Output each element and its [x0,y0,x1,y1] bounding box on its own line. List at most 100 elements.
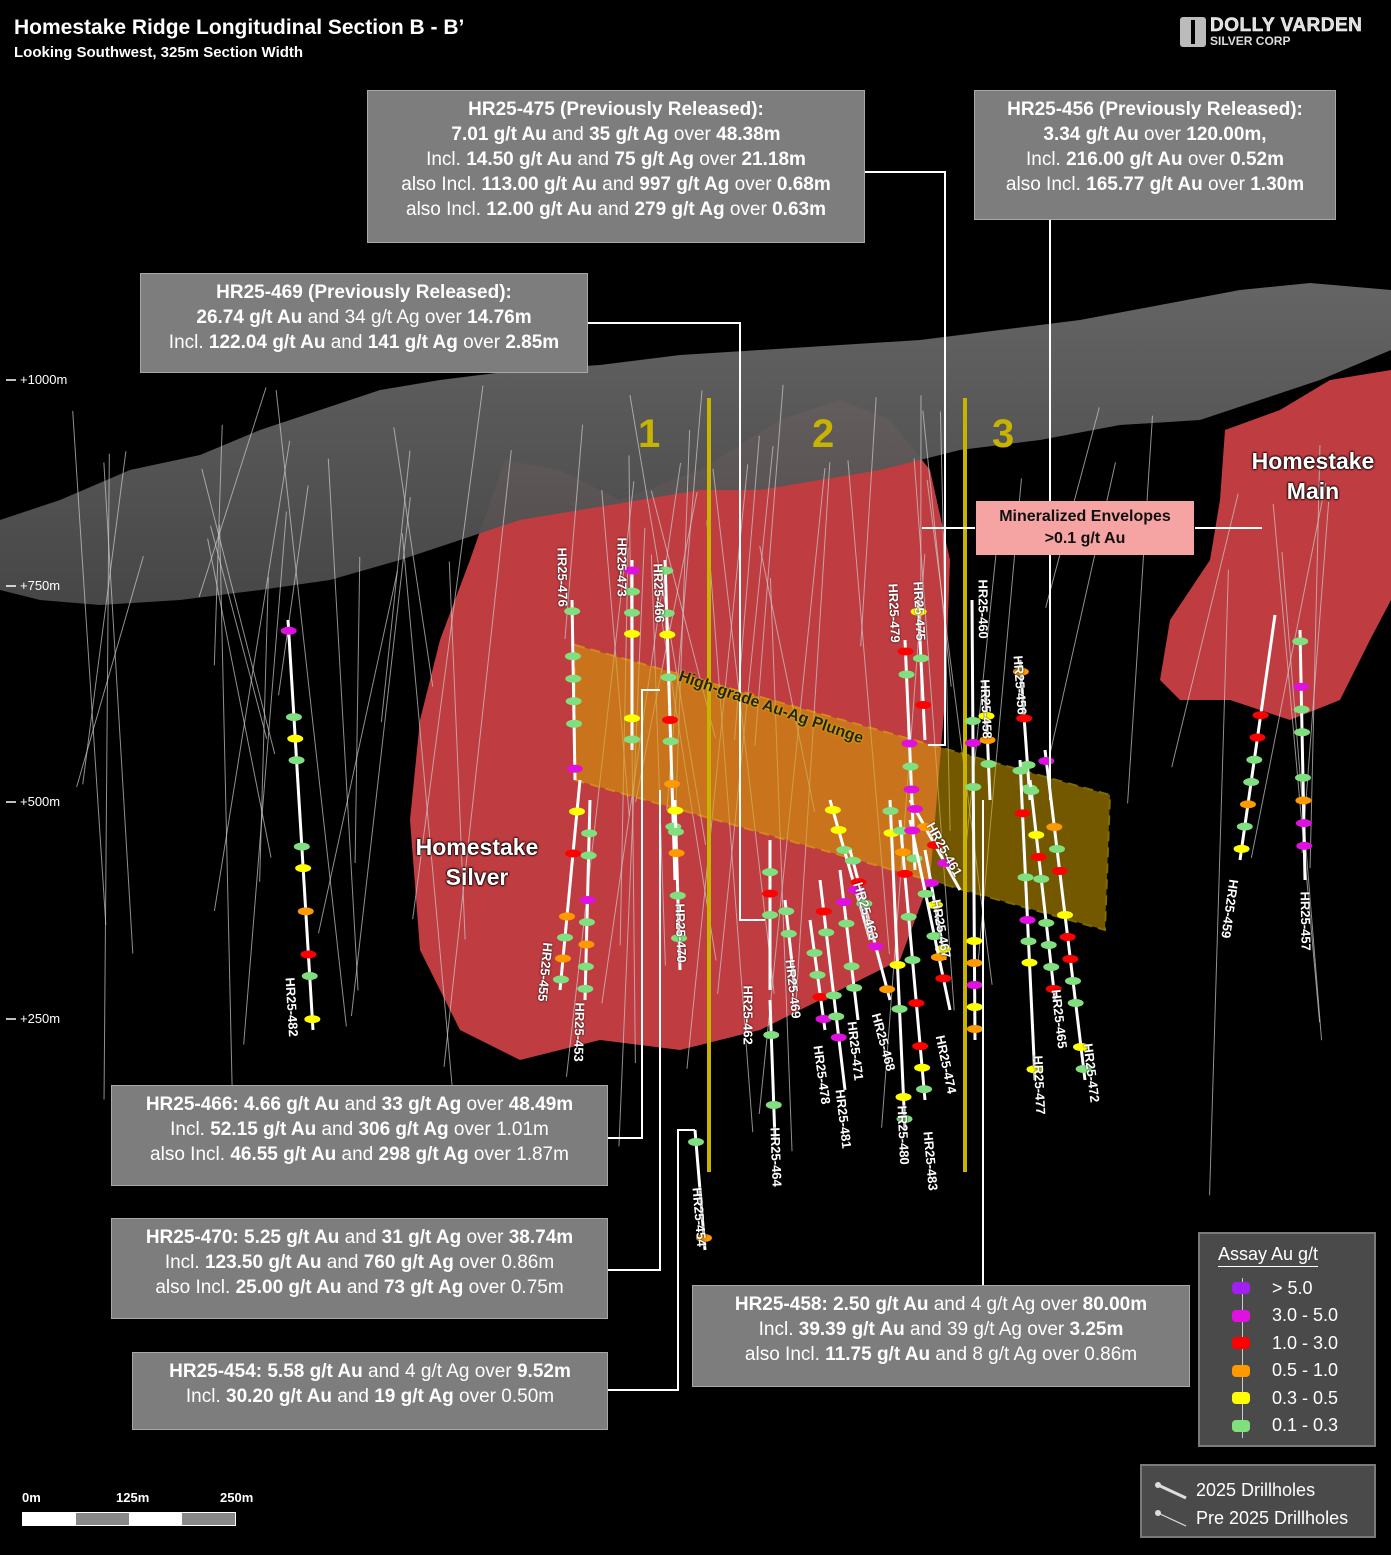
drillhole-trace [828,799,872,941]
assay-interval [577,962,594,971]
callout-line: also Incl. 11.75 g/t Au and 8 g/t Ag ove… [705,1342,1177,1367]
pre-2025-drillhole [213,424,223,666]
legend-item: 1.0 - 3.0 [1232,1333,1338,1353]
assay-interval [669,891,686,900]
callout-text: 123.50 g/t Au [204,1252,322,1273]
assay-interval [1021,958,1038,967]
pre-2025-drillhole [76,556,144,788]
assay-interval [696,1234,712,1242]
callout-text: 46.55 g/t Au [230,1144,337,1165]
assay-interval [624,735,640,744]
pre-2025-drillhole [1281,552,1323,1041]
legend-swatch [1232,1337,1250,1349]
scale-label: 250m [220,1490,254,1505]
pre-2025-drillhole [213,440,291,912]
callout-text: over 1.87m [468,1144,569,1165]
assay-interval [903,785,920,794]
assay-interval [1294,773,1311,782]
legend-label: 1.0 - 3.0 [1272,1332,1339,1353]
pre-2025-drillhole [275,389,347,1027]
callout-text: and [302,307,345,328]
assay-interval [895,1093,912,1101]
callout-line: also Incl. 12.00 g/t Au and 279 g/t Ag o… [380,197,852,222]
assay-interval [1059,933,1076,941]
callout-line: HR25-469 (Previously Released): [153,280,575,305]
pre-2025-drillhole [103,453,110,1100]
scale-bar-graphic [22,1512,236,1526]
pre-2025-drillhole [198,387,267,598]
assay-interval [966,1025,983,1033]
assay-interval [1038,757,1055,765]
callout-text: over [729,174,777,195]
assay-interval [912,654,929,663]
assay-interval [301,972,318,981]
callout-text: and [339,1094,382,1115]
pre-2025-drillhole [734,435,760,741]
callout-hr25-466: HR25-466: 4.66 g/t Au and 33 g/t Ag over… [111,1085,608,1186]
callout-text: and 8 g/t Ag over 0.86m [930,1344,1138,1365]
callout-text: Incl. [164,1252,205,1273]
pre-2025-drillhole [706,520,754,1133]
callout-text: 80.00m [1082,1294,1148,1315]
assay-interval [657,566,674,575]
assay-interval [902,762,919,771]
assay-interval [1026,1065,1043,1074]
callout-text: 1.30m [1250,174,1305,195]
callout-text: over [668,124,717,145]
callout-text: also Incl. [401,174,482,195]
callout-text: Incl. [758,1319,799,1340]
callout-text: and [325,332,368,353]
callout-hr25-454: HR25-454: 5.58 g/t Au and 4 g/t Ag over … [132,1352,608,1430]
assay-interval [566,764,583,773]
callout-text: and [596,174,640,195]
drillhole-label: HR25-477 [1030,1055,1049,1116]
callout-text: 25.00 g/t Au [235,1277,342,1298]
callout-line: HR25-456 (Previously Released): [987,97,1323,122]
callout-line: 26.74 g/t Au and 34 g/t Ag over 14.76m [153,305,575,330]
legend-swatch [1232,1392,1250,1404]
assay-interval [762,911,778,919]
callout-text: over [724,199,773,220]
assay-interval [896,1115,913,1123]
assay-interval [565,697,582,706]
assay-interval [923,879,939,887]
assay-interval [891,1005,908,1013]
assay-interval [1243,778,1260,787]
callout-line: Incl. 122.04 g/t Au and 141 g/t Ag over … [153,330,575,355]
callout-line: Incl. 216.00 g/t Au over 0.52m [987,147,1323,172]
callout-text: 0.68m [776,174,831,195]
callout-text: over [1182,149,1231,170]
assay-interval [843,962,860,971]
assay-interval [624,714,640,723]
assay-interval [1292,637,1309,646]
topography-surface [0,283,1391,605]
callout-text: HR25-470: 5.25 g/t Au [145,1227,340,1248]
assay-interval [659,630,676,639]
pre-2025-drillhole [1171,493,1239,768]
callout-line: also Incl. 113.00 g/t Au and 997 g/t Ag … [380,172,852,197]
callout-text: HR25-454: 5.58 g/t Au [169,1361,363,1382]
callout-hr25-458: HR25-458: 2.50 g/t Au and 4 g/t Ag over … [692,1285,1190,1387]
page-title: Homestake Ridge Longitudinal Section B -… [14,16,465,39]
assay-interval [553,975,569,984]
assay-interval [1246,755,1263,764]
assay-interval [667,827,684,836]
assay-interval [578,940,595,949]
drillhole-label: HR25-476 [554,547,571,607]
assay-interval [300,950,317,959]
assay-interval [566,719,583,728]
logo-mark-icon [1180,16,1206,47]
assay-interval [825,991,842,1000]
assay-interval [966,959,983,967]
pre-2025-drillholes [72,384,1330,1196]
assay-interval [1294,728,1311,737]
assay-interval [850,878,867,887]
legend-axis [1242,1278,1243,1438]
drillhole-label: HR25-480 [894,1105,913,1166]
callout-text: 19 g/t Ag [374,1386,454,1407]
assay-interval [664,780,680,788]
assay-interval [914,1063,931,1072]
assay-interval [1233,844,1250,853]
elevation-label: +750m [20,578,61,593]
